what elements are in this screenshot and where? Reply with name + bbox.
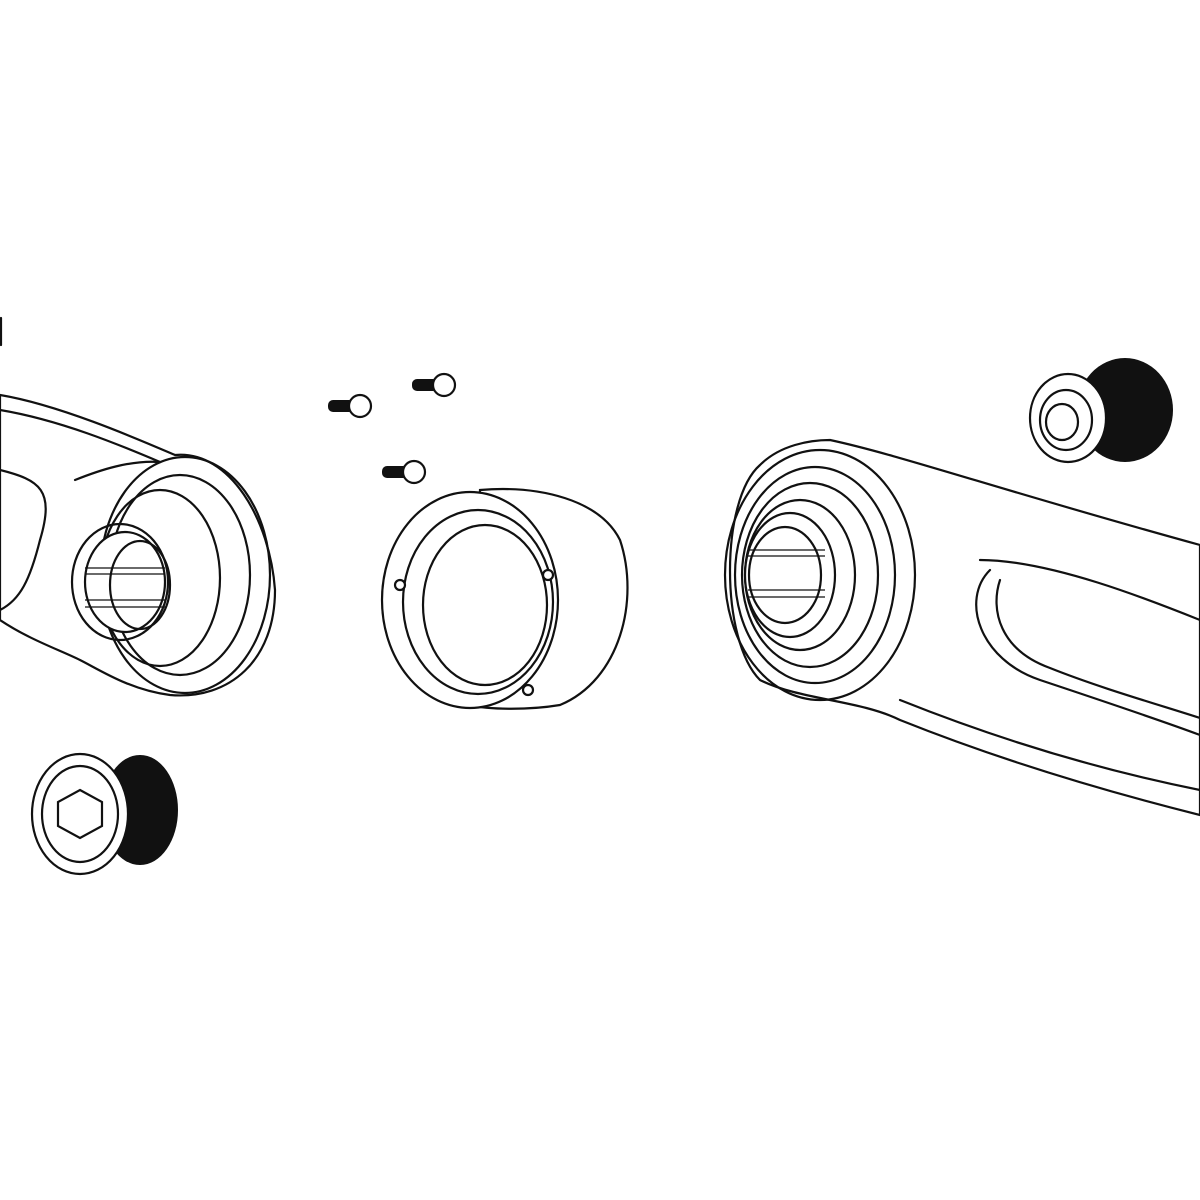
left-spline-bore [85, 567, 165, 608]
screw-1 [328, 393, 373, 419]
left-crank-bolt [30, 752, 178, 876]
screw-2 [412, 372, 457, 398]
left-crank-arm [0, 393, 277, 697]
right-spline-bore [748, 549, 825, 598]
right-crank-arm [723, 438, 1200, 817]
bolt-bore-icon [1044, 402, 1080, 442]
ring-cap [380, 488, 629, 710]
right-crank-bolt [1028, 358, 1173, 464]
hex-socket-icon [56, 788, 104, 840]
screw-3 [382, 459, 427, 485]
